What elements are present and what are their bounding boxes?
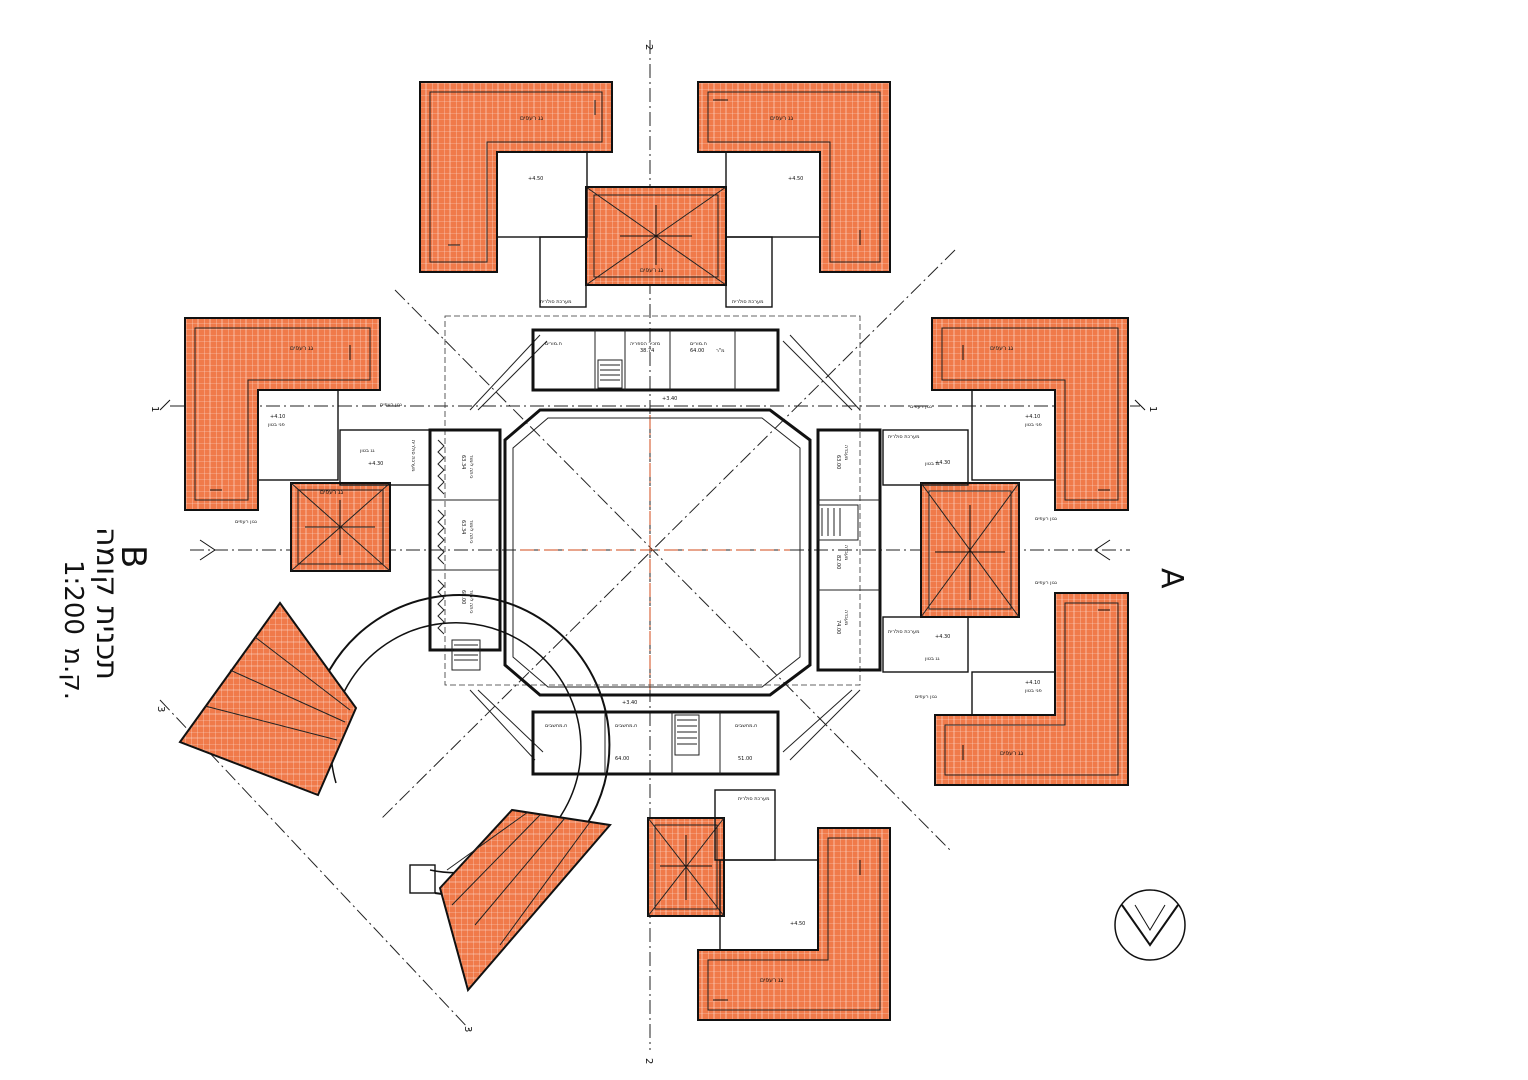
room-secretary: מזכיר הספריה: [630, 341, 660, 347]
roof-label-hip-w: גג רעפים: [320, 489, 344, 496]
scale-value: 1:200: [58, 560, 88, 635]
room-computers-area-s2: 64.00: [615, 756, 629, 762]
axis-3-bottom: 3: [462, 1026, 473, 1032]
north-arrow-icon: [1114, 889, 1186, 961]
room-class-1: כיתה לימוד: [468, 455, 474, 479]
roof-label-w: גג רעפים: [290, 345, 314, 352]
room-teachers-n2: ח.מורים: [690, 341, 707, 347]
concrete-roof-blocks: [257, 151, 1056, 951]
roof-label-e: גג רעפים: [990, 345, 1014, 352]
building-letter: B: [113, 545, 153, 568]
level-se: +4.10: [1025, 680, 1040, 686]
concrete-face-se: פני בטון: [1025, 688, 1042, 694]
west-rooms-block: [428, 428, 502, 671]
gutter-label-w: גגון רעפים: [235, 519, 257, 525]
solar-label-n2: מערכת סולרית: [732, 299, 764, 305]
concrete-roof-label-e: גג בטון: [925, 461, 940, 467]
room-teachers-n: ח.מורים: [545, 341, 562, 347]
concrete-face-e: פני בטון: [1025, 422, 1042, 428]
roof-label-nw: גג רעפים: [520, 115, 544, 122]
roof-slope-arrows: [210, 99, 1110, 1001]
axis-1-left: 1: [149, 406, 160, 412]
roof-label-ne: גג רעפים: [770, 115, 794, 122]
plan-title: תכנית קומה: [89, 527, 124, 680]
concrete-roof-label-w: גג בטון: [360, 448, 375, 454]
gutter-label-se2: גגון רעפים: [915, 694, 937, 700]
east-rooms-block: [816, 428, 882, 672]
solar-label-s: מערכת סולרית: [738, 796, 770, 802]
scale-prefix: ק.מ.: [58, 647, 88, 700]
roof-label-s: גג רעפים: [760, 977, 784, 984]
room-lab-1: מעבדה: [843, 445, 849, 460]
roof-wing-ne: [697, 81, 891, 273]
north-rooms-block: [531, 328, 780, 392]
room-teachers-unit: מ"ר: [716, 348, 725, 354]
room-class-2: כיתה לימוד: [468, 520, 474, 544]
gutter-label-e: גגון רעפים: [910, 404, 932, 410]
level-se2: +4.30: [935, 634, 950, 640]
room-lab-3: מעבדה: [843, 610, 849, 625]
roof-label-se: גג רעפים: [1000, 750, 1024, 757]
room-lab-1-area: 63.00: [835, 455, 841, 469]
concrete-face-w: פני בטון: [268, 422, 285, 428]
axis-1-right: 1: [1147, 406, 1158, 412]
level-nw: +4.10: [270, 414, 285, 420]
room-computers-s2: ח.מחשבים: [615, 723, 637, 729]
room-lab-3-area: 74.00: [835, 620, 841, 634]
concrete-roof-label-se: גג בטון: [925, 656, 940, 662]
section-arrow-icon: [159, 399, 1146, 561]
room-computers-s3: ח.מחשבים: [735, 723, 757, 729]
room-class-3-area: 68.00: [460, 590, 466, 604]
level-e: +4.10: [1025, 414, 1040, 420]
south-rooms-block: [531, 710, 780, 776]
level-e2: +4.30: [935, 460, 950, 466]
gutter-label-nw: גגון רעפים: [380, 402, 402, 408]
solar-label-e: מערכת סולרית: [888, 434, 920, 440]
gutter-label-e2: גגון רעפים: [1035, 516, 1057, 522]
gutter-label-se: גגון רעפים: [1035, 580, 1057, 586]
room-lab-2-area: 82.00: [835, 555, 841, 569]
room-teachers-area: 64.00: [690, 348, 704, 354]
axis-2-top: 2: [643, 44, 654, 50]
amphitheatre: [178, 594, 612, 993]
level-n-right: +4.50: [788, 176, 803, 182]
room-computers-area-s3: 51.00: [738, 756, 752, 762]
axis-2-bottom: 2: [643, 1058, 654, 1064]
room-class-2-area: 63.34: [460, 520, 466, 534]
level-north: +3.40: [662, 396, 677, 402]
level-w: +4.30: [368, 461, 383, 467]
level-n-left: +4.50: [528, 176, 543, 182]
room-computers-s1: ח.מחשבים: [545, 723, 567, 729]
section-marker-a: A: [1154, 568, 1189, 589]
solar-label-w: מערכת סולרית: [410, 440, 416, 472]
labels: A 2 2 1 1 3 3 גג רעפים גג רעפים גג רעפים…: [58, 44, 1189, 1064]
roof-wing-e: [931, 317, 1129, 511]
room-secretary-area: 38.74: [640, 348, 654, 354]
level-south: +3.40: [622, 700, 637, 706]
level-s: +4.50: [790, 921, 805, 927]
room-class-3: כיתה לימוד: [468, 590, 474, 614]
solar-label-se: מערכת סולרית: [888, 629, 920, 635]
roof-wing-nw: [419, 81, 613, 273]
solar-label-n1: מערכת סולרית: [540, 299, 572, 305]
roof-label-hip-n: גג רעפים: [640, 267, 664, 274]
axis-3-top: 3: [155, 706, 166, 712]
room-class-1-area: 63.34: [460, 455, 466, 469]
room-lab-2: מעבדה: [843, 545, 849, 560]
